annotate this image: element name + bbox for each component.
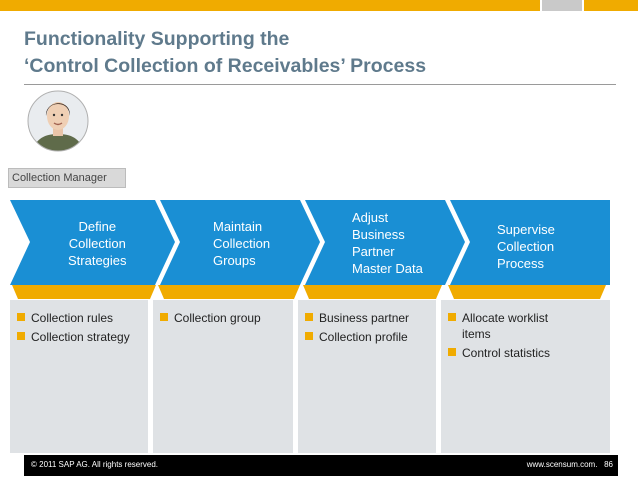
list-item: Business partner (305, 310, 428, 326)
site-text: www.scensum.com. (526, 460, 598, 469)
list-item: Collection group (160, 310, 285, 326)
chevron-step-3 (305, 200, 465, 285)
function-list: Collection group (160, 310, 285, 326)
function-list: Allocate worklist items Control statisti… (448, 310, 568, 361)
function-list: Collection rules Collection strategy (17, 310, 140, 345)
copyright-text: © 2011 SAP AG. All rights reserved. (31, 460, 158, 469)
list-item: Allocate worklist items (448, 310, 568, 342)
connector-tab-3 (303, 285, 442, 299)
connector-tab-2 (158, 285, 300, 299)
accent-bar-gold-right (584, 0, 638, 11)
process-chevron-flow: Define Collection Strategies Maintain Co… (10, 200, 610, 285)
title-line-1: Functionality Supporting the (24, 28, 290, 50)
list-item: Collection strategy (17, 329, 140, 345)
person-photo-icon (27, 90, 89, 152)
function-box-maintain: Collection group (153, 300, 293, 453)
step-label-adjust: Adjust Business Partner Master Data (352, 210, 423, 276)
function-list: Business partner Collection profile (305, 310, 428, 345)
page-number: 86 (604, 460, 613, 469)
role-label: Collection Manager (8, 168, 126, 188)
bullet-square-icon (17, 332, 25, 340)
function-box-define: Collection rules Collection strategy (10, 300, 148, 453)
top-accent-bar (0, 0, 638, 11)
slide-footer: © 2011 SAP AG. All rights reserved. www.… (24, 455, 618, 476)
step-label-maintain: Maintain Collection Groups (213, 219, 271, 268)
function-box-supervise: Allocate worklist items Control statisti… (441, 300, 610, 453)
connector-tabs (10, 285, 610, 299)
slide-title: Functionality Supporting the ‘Control Co… (24, 26, 604, 80)
chevron-shapes (10, 200, 610, 285)
step-label-define: Define Collection Strategies (68, 219, 127, 268)
chevron-step-1 (10, 200, 175, 285)
bullet-square-icon (448, 348, 456, 356)
footer-right: www.scensum.com. 86 (527, 460, 613, 469)
title-divider (24, 84, 616, 85)
function-box-adjust: Business partner Collection profile (298, 300, 436, 453)
connector-tab-4 (448, 285, 606, 299)
bullet-square-icon (448, 313, 456, 321)
connector-tab-1 (12, 285, 156, 299)
accent-bar-gold (0, 0, 540, 11)
list-item: Control statistics (448, 345, 568, 361)
bullet-square-icon (305, 332, 313, 340)
bullet-square-icon (305, 313, 313, 321)
collection-manager-avatar (27, 86, 89, 156)
accent-bar-grey (542, 0, 582, 11)
bullet-square-icon (160, 313, 168, 321)
chevron-step-2 (160, 200, 320, 285)
list-item: Collection rules (17, 310, 140, 326)
chevron-step-4 (450, 200, 610, 285)
step-label-supervise: Supervise Collection Process (497, 222, 555, 271)
bullet-square-icon (17, 313, 25, 321)
list-item: Collection profile (305, 329, 428, 345)
title-line-2: ‘Control Collection of Receivables’ Proc… (24, 55, 427, 77)
